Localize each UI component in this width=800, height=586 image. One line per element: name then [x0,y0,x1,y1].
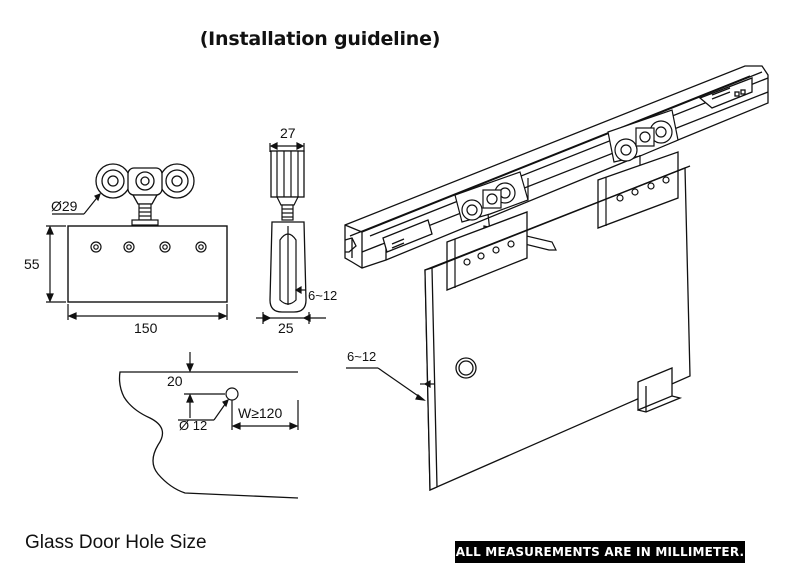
roller-wheels [95,163,195,205]
clamp-plate [67,225,228,303]
glass-edge-outline [118,371,299,499]
glass-clamp-right [597,151,679,229]
side-glass-thickness-label: 6~12 [308,288,337,303]
hole-edge-distance-label: W≥120 [238,405,282,421]
side-view-hanger [256,142,326,324]
side-top-width-label: 27 [280,125,296,141]
plate-screws [90,241,207,253]
units-note-banner: ALL MEASUREMENTS ARE IN MILLIMETER. [455,541,745,563]
hanger-bolt [131,203,159,226]
assembly-view [344,65,769,491]
hole-top-offset-label: 20 [167,373,183,389]
hole-size-caption: Glass Door Hole Size [25,532,207,553]
glass-clamp-left [446,211,528,291]
track-rail [344,65,769,269]
hole-detail [118,352,299,499]
plate-height-label: 55 [24,256,40,272]
assembly-glass-thickness-label: 6~12 [347,349,376,364]
front-view-hanger [46,163,228,320]
page-title: (Installation guideline) [199,28,441,50]
plate-width-label: 150 [134,320,158,336]
side-bottom-width-label: 25 [278,320,294,336]
wheel-diameter-label: Ø29 [51,198,78,214]
right-roller-carriage [607,109,679,168]
hole-diameter-label: Ø 12 [179,418,207,433]
glass-door-panel [424,165,691,491]
